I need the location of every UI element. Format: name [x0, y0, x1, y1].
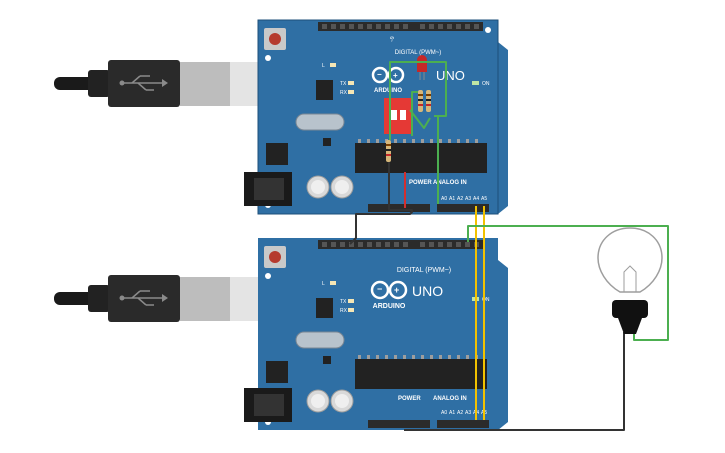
svg-text:+: + — [394, 285, 399, 295]
wire-green[interactable] — [411, 91, 418, 136]
wire-green[interactable] — [409, 109, 431, 129]
svg-text:A5: A5 — [481, 196, 487, 202]
digital-label: DIGITAL (PWM~) — [395, 50, 442, 56]
arduino-board-bottom[interactable]: DIGITAL (PWM~) L TX RX − + ARDUINO UNO O… — [244, 238, 508, 430]
light-bulb-icon[interactable] — [597, 227, 663, 334]
resistor-icon[interactable] — [386, 90, 431, 162]
rx-label: RX — [340, 90, 348, 96]
wire-green[interactable] — [467, 225, 669, 341]
wire-green[interactable] — [389, 61, 447, 140]
usb-cable-icon[interactable] — [54, 275, 265, 322]
svg-text:A1: A1 — [449, 196, 455, 202]
logo-text: ARDUINO — [373, 303, 406, 310]
digital-header[interactable] — [318, 22, 483, 31]
led-icon[interactable] — [417, 55, 427, 80]
analog-header[interactable] — [437, 204, 489, 212]
l-led-label: L — [322, 281, 325, 287]
svg-text:A3: A3 — [465, 196, 471, 202]
digital-header[interactable] — [318, 240, 483, 249]
uno-label: UNO — [412, 283, 443, 299]
svg-text:~9: ~9 — [390, 36, 396, 42]
digital-label: DIGITAL (PWM~) — [397, 267, 451, 274]
power-label: POWER — [398, 396, 421, 402]
l-led-label: L — [322, 63, 325, 69]
svg-text:+: + — [393, 71, 398, 80]
dip-switch-icon[interactable] — [384, 98, 412, 134]
power-header[interactable] — [368, 204, 430, 212]
rx-label: RX — [340, 308, 348, 314]
svg-text:−: − — [377, 70, 382, 79]
power-label: POWER — [409, 180, 432, 186]
svg-text:A1: A1 — [449, 410, 455, 416]
logo-text: ARDUINO — [374, 88, 402, 94]
on-label: ON — [482, 297, 490, 303]
on-label: ON — [482, 81, 490, 87]
svg-text:A0: A0 — [441, 196, 447, 202]
svg-text:A2: A2 — [457, 196, 463, 202]
analog-header[interactable] — [437, 420, 489, 428]
atmega-chip — [355, 143, 487, 173]
svg-text:A4: A4 — [473, 196, 479, 202]
wire-black[interactable] — [349, 162, 413, 245]
tx-label: TX — [340, 81, 347, 87]
usb-cable-icon[interactable] — [54, 60, 265, 107]
svg-text:A2: A2 — [457, 410, 463, 416]
arduino-board-top[interactable]: DIGITAL (PWM~) ~9 L TX RX − + ARDUINO UN… — [244, 19, 508, 215]
wires — [349, 61, 669, 431]
analog-label: ANALOG IN — [433, 180, 467, 186]
uno-label: UNO — [436, 68, 465, 83]
arduino-logo-icon: − + — [370, 280, 408, 300]
analog-label: ANALOG IN — [433, 396, 467, 402]
svg-text:A3: A3 — [465, 410, 471, 416]
svg-text:A0: A0 — [441, 410, 447, 416]
atmega-chip — [355, 359, 487, 389]
svg-text:−: − — [377, 284, 382, 294]
wire-black[interactable] — [404, 332, 625, 431]
power-header[interactable] — [368, 420, 430, 428]
tx-label: TX — [340, 299, 347, 305]
